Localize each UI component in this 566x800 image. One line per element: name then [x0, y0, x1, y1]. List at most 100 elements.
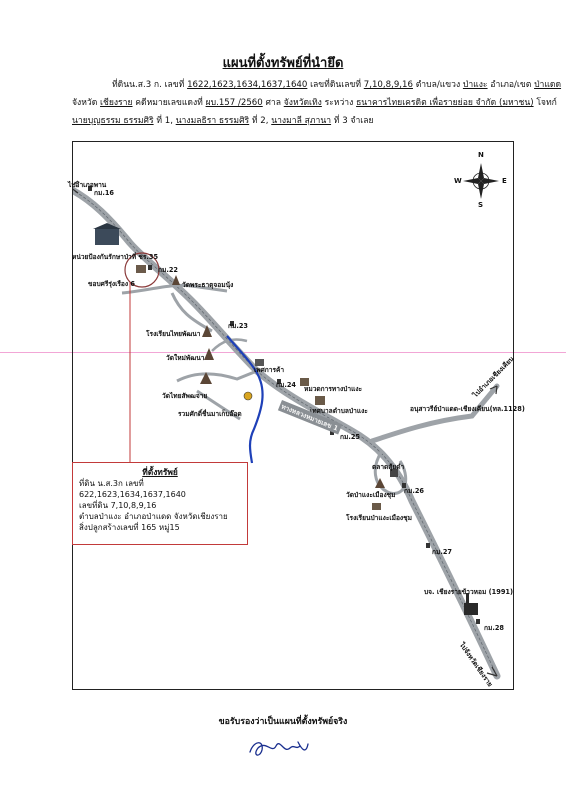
label-forest-unit: หน่วยป้องกันรักษาป่าที่ ชร.35: [72, 253, 159, 261]
page-title: แผนที่ตั้งทรัพย์ที่นำยึด: [222, 56, 344, 71]
property-box-line-3: ตำบลป่าแงะ อำเภอป่าแดด จังหวัดเชียงราย: [79, 512, 228, 521]
km-post-26: [402, 483, 406, 488]
defendant-1-tag: ที่ 1,: [156, 116, 173, 126]
property-box-title: ที่ตั้งทรัพย์: [142, 467, 178, 477]
label-school-nong-ruang: ขอบศรีรุ่งเรือง 6: [88, 280, 135, 288]
km-post-23: [230, 321, 234, 326]
gas-station-icon: [255, 359, 264, 366]
signature-image: [249, 741, 309, 756]
subdistrict-value: ป่าแงะ: [462, 80, 488, 90]
label-to-phan: ไปอำเภอพาน: [68, 181, 107, 189]
health-center-icon: [300, 378, 309, 386]
temple-icon-2: [202, 325, 212, 337]
defendant-3-tag: ที่ 3: [333, 116, 348, 126]
label-wat-phrathat: วัดพระธาตุจอมนุ้ง: [182, 281, 234, 289]
land-numbers: 7,10,8,9,16: [363, 80, 413, 90]
label-km26: กม.26: [404, 487, 425, 495]
label-tambon-office: เทศบาลตำบลป่าแงะ: [310, 407, 368, 415]
property-box-line-2: เลขที่ดิน 7,10,8,9,16: [79, 501, 157, 510]
market2-icon: [390, 469, 398, 477]
plaintiff-suffix: โจทก์: [536, 98, 557, 108]
case-number: ผบ.157 /2560: [205, 98, 263, 108]
land-no-label: เลขที่ดินเลขที่: [310, 80, 362, 90]
temple-icon-3: [204, 348, 214, 360]
factory-icon: [464, 603, 478, 615]
compass-w: W: [454, 177, 462, 185]
label-km28: กม.28: [484, 624, 505, 632]
branch-road: [369, 383, 500, 444]
side-street-4: [196, 389, 241, 421]
label-km24: กม.24: [276, 381, 297, 389]
side-street-5: [211, 338, 248, 352]
defendant-2: นางมลธิรา ธรรมศิริ: [175, 116, 250, 126]
km-post-16: [88, 186, 92, 191]
compass-rose-icon: [463, 163, 499, 199]
court-label: ศาล: [265, 98, 281, 108]
label-wat-si-chai: วัดไทยสัพฒจาย: [162, 392, 208, 400]
header-line-1: ที่ดินน.ส.3 ก. เลขที่ 1622,1623,1634,163…: [112, 79, 561, 91]
case-label: คดีหมายเลขแดงที่: [135, 98, 203, 108]
km-post-27: [426, 543, 430, 548]
temple-icon-1: [172, 275, 180, 285]
label-market2: ตลาดสุ้ยดำ: [372, 463, 405, 471]
temple-icon-5: [375, 478, 385, 488]
side-street-3: [176, 369, 258, 383]
province-label: จังหวัด: [72, 98, 98, 108]
location-map: [72, 163, 501, 680]
court-value: จังหวัดเทิง: [283, 98, 322, 108]
deed-numbers: 1622,1623,1634,1637,1640: [187, 80, 308, 90]
compass-s: S: [478, 201, 484, 209]
between-label: ระหว่าง: [324, 98, 354, 108]
label-km27: กม.27: [432, 548, 453, 556]
province-value: เชียงราย: [100, 98, 133, 108]
district-label: อำเภอ/เขต: [490, 80, 532, 90]
km-post-25: [330, 430, 334, 435]
property-circle-marker: [124, 252, 160, 288]
property-info-box: ที่ตั้งทรัพย์ ที่ดิน น.ส.3ก เลขที่ 622,1…: [72, 462, 248, 545]
compass-e: E: [502, 177, 507, 185]
label-branch-road: อนุสาวรีย์ป่าแดด-เชียงเคียน(ทล.1128): [410, 405, 525, 413]
property-box-line-1: ที่ดิน น.ส.3ก เลขที่ 622,1623,1634,1637,…: [79, 479, 186, 499]
km-posts: [88, 186, 480, 624]
header-line-2: จังหวัด เชียงราย คดีหมายเลขแดงที่ ผบ.157…: [72, 97, 557, 109]
district-value: ป่าแดด: [534, 80, 562, 90]
river: [226, 335, 264, 464]
label-wat-pa-nga2: วัดป่าแงะเมืองชุม: [346, 491, 396, 499]
label-km25: กม.25: [340, 433, 361, 441]
label-km23: กม.23: [228, 322, 249, 330]
label-market: รวมศักดิ์ชื่นมาเก็บอ๊อด: [178, 410, 242, 418]
forest-unit-building-icon: [95, 229, 119, 245]
property-house-icon: [136, 265, 146, 273]
label-wat-pa-nga: วัดใหม่พัฒนา: [166, 354, 205, 362]
km-post-22: [148, 265, 152, 270]
label-km16: กม.16: [94, 189, 115, 197]
subdistrict-label: ตำบล/แขวง: [415, 80, 461, 90]
arrow-to-chiang-khian-icon: [489, 385, 498, 395]
km-post-28: [476, 619, 480, 624]
school2-icon: [372, 503, 381, 510]
label-gas-station: เพศการค้า: [254, 366, 285, 374]
map-frame: [72, 141, 514, 690]
label-school2: โรงเรียนป่าแงะเมืองชุม: [346, 514, 412, 522]
label-health-center: หมวดการทางป่าแงะ: [304, 385, 363, 393]
defendant-3: นางมาลี สุภานา: [271, 116, 332, 126]
certification-text: ขอรับรองว่าเป็นแผนที่ตั้งทรัพย์จริง: [218, 717, 348, 727]
km-post-24: [277, 379, 281, 384]
label-km22: กม.22: [158, 266, 179, 274]
arrow-to-chiang-rai-icon: [486, 666, 498, 677]
label-school-pa-daed: โรงเรียนไทยพัฒนา: [146, 330, 201, 338]
temple-icon-4: [200, 372, 212, 384]
property-box-line-4: สิ่งปลูกสร้างเลขที่ 165 หมู่15: [79, 523, 180, 532]
defendant-2-tag: ที่ 2,: [251, 116, 269, 126]
label-factory: บจ. เชียงรายข้าวหอม (1991): [424, 588, 514, 596]
market-icon: [243, 391, 253, 401]
defendant-suffix: จำเลย: [350, 116, 374, 126]
arrow-to-phan-icon: [72, 180, 79, 194]
plaintiff: ธนาคารไทยเครดิต เพื่อรายย่อย จำกัด (มหาช…: [356, 98, 534, 108]
factory-chimney-icon: [466, 593, 469, 603]
defendant-1: นายบุญธรรม ธรรมศิริ: [72, 116, 154, 126]
pink-guide-line: [0, 352, 566, 353]
road-loop: [373, 450, 408, 495]
deed-prefix: ที่ดินน.ส.3 ก. เลขที่: [112, 80, 185, 90]
main-highway-edge: [72, 189, 498, 677]
